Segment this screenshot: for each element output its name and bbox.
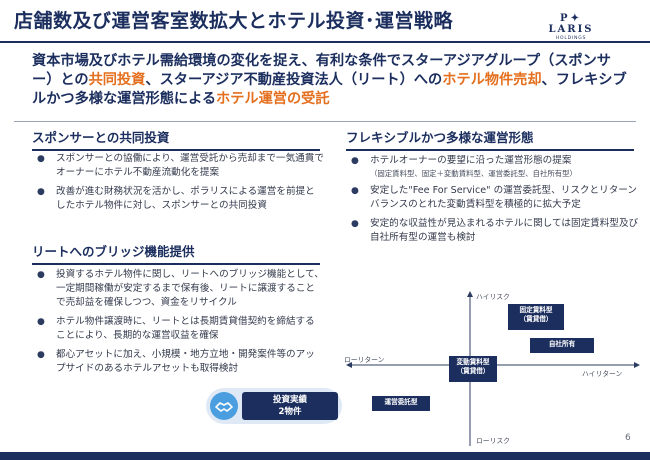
lead-text-1: 資本市場及びホテル需給環境の変化を捉え、有利な条件でスターアジアグループ（スポン… bbox=[32, 53, 611, 88]
risk-axis-arrow bbox=[467, 291, 473, 297]
variable-rent-line-2: （賃貸借） bbox=[456, 367, 490, 375]
sponsor-list: スポンサーとの協働により、運営受託から売却まで一気通貫でオーナーにホテル不動産流… bbox=[32, 152, 324, 218]
variable-rent-box: 変動賃料型 （賃貸借） bbox=[449, 356, 497, 382]
lead-highlight-1: 共同投資 bbox=[88, 72, 146, 88]
star-icon: ✦ bbox=[570, 13, 581, 24]
fixed-rent-line-2: （賃貸借） bbox=[519, 315, 553, 323]
list-item: 改善が進む財務状況を活かし、ポラリスによる運営を前提としたホテル物件に対し、スポ… bbox=[32, 185, 324, 213]
list-item-text: ホテルオーナーの要望に沿った運営形態の提案 bbox=[370, 155, 572, 166]
footer-bar bbox=[0, 452, 650, 460]
lead-highlight-3: ホテル運営の受託 bbox=[216, 91, 330, 107]
logo-subtitle: HOLDINGS bbox=[555, 36, 587, 41]
list-item: ホテルオーナーの要望に沿った運営形態の提案 （固定賃料型、固定＋変動賃料型、運営… bbox=[346, 154, 640, 179]
list-item-note: （固定賃料型、固定＋変動賃料型、運営委託型、自社所有型） bbox=[370, 169, 577, 178]
axis-label-high-return: ハイリターン bbox=[582, 370, 623, 378]
list-item: 都心アセットに加え、小規模・地方立地・開発案件等のアップサイドのあるホテルアセッ… bbox=[32, 348, 324, 376]
lead-highlight-2: ホテル物件売却 bbox=[442, 72, 542, 88]
logo-wordmark: P✦LARIS bbox=[548, 13, 594, 35]
handshake-icon bbox=[210, 392, 238, 420]
badge-line-1: 投資実績 bbox=[272, 395, 307, 405]
return-axis-arrow-left bbox=[346, 362, 352, 368]
lead-text-2: 、スターアジア不動産投資法人（リート）への bbox=[145, 72, 443, 88]
company-logo: P✦LARIS HOLDINGS bbox=[540, 13, 602, 41]
investment-record-badge: 投資実績 2物件 bbox=[206, 388, 342, 424]
list-item: スポンサーとの協働により、運営受託から売却まで一気通貫でオーナーにホテル不動産流… bbox=[32, 152, 324, 180]
axis-label-high-risk: ハイリスク bbox=[476, 293, 510, 301]
own-box: 自社所有 bbox=[530, 338, 594, 353]
section-heading-sponsor: スポンサーとの共同投資 bbox=[32, 127, 320, 151]
variable-rent-line-1: 変動賃料型 bbox=[456, 358, 490, 366]
reit-list: 投資するホテル物件に関し、リートへのブリッジ機能として、一定期間稼働が安定するま… bbox=[32, 268, 324, 381]
lead-text-3: 、フレキシブルかつ多様な運営形態による bbox=[32, 72, 627, 107]
lead-divider bbox=[14, 121, 636, 122]
management-box: 運営委託型 bbox=[372, 396, 430, 411]
return-axis-arrow bbox=[634, 362, 640, 368]
page-number: 6 bbox=[625, 433, 631, 443]
page-title: 店舗数及び運営客室数拡大とホテル投資･運営戦略 bbox=[14, 10, 454, 32]
axis-label-low-return: ローリターン bbox=[344, 356, 385, 364]
investment-record-label: 投資実績 2物件 bbox=[242, 392, 338, 420]
list-item: 安定した"Fee For Service" の運営委託型、リスクとリターンバラン… bbox=[346, 184, 640, 212]
list-item: 安定的な収益性が見込まれるホテルに関しては固定賃料型及び自社所有型の運営も検討 bbox=[346, 217, 640, 245]
list-item: ホテル物件譲渡時に、リートとは長期賃貸借契約を締結することにより、長期的な運営収… bbox=[32, 315, 324, 343]
fixed-rent-line-1: 固定賃料型 bbox=[519, 306, 553, 314]
section-heading-flexible: フレキシブルかつ多様な運営形態 bbox=[346, 127, 634, 151]
badge-line-2: 2物件 bbox=[278, 407, 302, 417]
section-heading-reit: リートへのブリッジ機能提供 bbox=[32, 241, 320, 265]
fixed-rent-box: 固定賃料型 （賃貸借） bbox=[508, 304, 564, 330]
list-item: 投資するホテル物件に関し、リートへのブリッジ機能として、一定期間稼働が安定するま… bbox=[32, 268, 324, 310]
lead-statement: 資本市場及びホテル需給環境の変化を捉え、有利な条件でスターアジアグループ（スポン… bbox=[32, 52, 632, 109]
axis-label-low-risk: ローリスク bbox=[476, 437, 510, 445]
flexible-list: ホテルオーナーの要望に沿った運営形態の提案 （固定賃料型、固定＋変動賃料型、運営… bbox=[346, 154, 640, 250]
risk-return-matrix: ハイリスク ローリスク ローリターン ハイリターン 固定賃料型 （賃貸借） 自社… bbox=[342, 290, 642, 452]
title-divider bbox=[0, 41, 650, 43]
